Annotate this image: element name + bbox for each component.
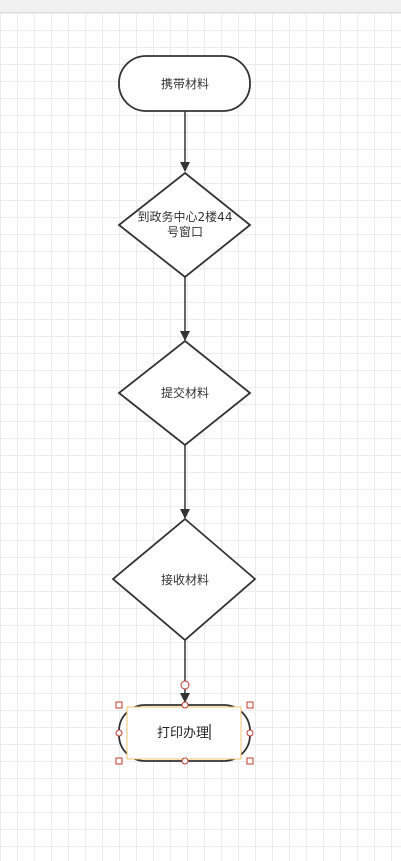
edge-endpoint-handle[interactable] bbox=[180, 680, 190, 690]
node-print-handle[interactable]: 打印办理 bbox=[118, 704, 251, 762]
flowchart-svg: 携带材料 到政务中心2楼44 号窗口 提交材料 接收材料 打印办理 bbox=[111, 55, 257, 765]
node-submit-materials-label: 提交材料 bbox=[161, 385, 209, 400]
connection-point-left[interactable] bbox=[115, 729, 123, 737]
connection-point-bottom[interactable] bbox=[181, 757, 189, 765]
node-goto-window-label-line1: 到政务中心2楼44 bbox=[138, 209, 233, 224]
node-print-handle-label[interactable]: 打印办理 bbox=[157, 726, 209, 741]
node-goto-window-label-line2: 号窗口 bbox=[167, 225, 203, 239]
node-carry-materials[interactable]: 携带材料 bbox=[118, 55, 251, 112]
resize-handle-ne[interactable] bbox=[246, 701, 254, 709]
node-carry-materials-label: 携带材料 bbox=[161, 76, 209, 91]
node-submit-materials[interactable]: 提交材料 bbox=[117, 339, 252, 447]
resize-handle-nw[interactable] bbox=[115, 701, 123, 709]
selection-handles[interactable] bbox=[115, 680, 254, 765]
resize-handle-se[interactable] bbox=[246, 757, 254, 765]
diagram-canvas[interactable]: 携带材料 到政务中心2楼44 号窗口 提交材料 接收材料 打印办理 bbox=[0, 13, 401, 861]
connection-point-top[interactable] bbox=[181, 701, 189, 709]
node-receive-materials-label: 接收材料 bbox=[161, 572, 209, 587]
resize-handle-sw[interactable] bbox=[115, 757, 123, 765]
node-goto-window[interactable]: 到政务中心2楼44 号窗口 bbox=[117, 171, 252, 279]
top-toolbar-strip bbox=[0, 0, 401, 13]
connection-point-right[interactable] bbox=[246, 729, 254, 737]
node-receive-materials[interactable]: 接收材料 bbox=[111, 517, 257, 642]
